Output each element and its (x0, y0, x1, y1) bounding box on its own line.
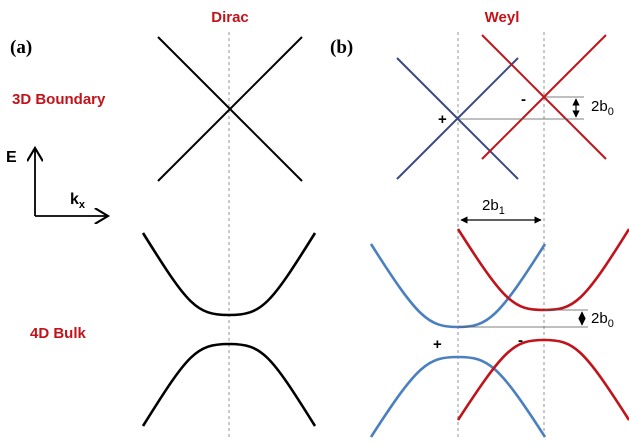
dirac-cone (157, 36, 303, 182)
weyl-minus-valence-band (456, 338, 629, 421)
weyl-top-2b0-label: 2b0 (591, 98, 614, 118)
weyl-2b1-label: 2b1 (482, 197, 505, 217)
weyl-plus-valence-band (369, 355, 547, 438)
weyl-cone-plus (396, 57, 519, 180)
energy-axis-label: E (6, 149, 17, 166)
weyl-top-plus-sign: + (438, 111, 447, 128)
weyl-bottom-minus-sign: - (518, 332, 523, 349)
panel-label-a: (a) (10, 37, 32, 58)
dirac-valence-band (141, 342, 317, 427)
dirac-bulk-bands (141, 232, 317, 427)
axes-indicator: E kx (6, 148, 108, 216)
dirac-header: Dirac (211, 9, 249, 26)
dirac-cone-line-2 (157, 36, 303, 182)
row-label-4d-bulk: 4D Bulk (30, 325, 87, 342)
weyl-plus-line-2 (396, 57, 519, 180)
momentum-axis-label: kx (70, 191, 86, 211)
panel-label-b: (b) (330, 37, 353, 58)
weyl-top-minus-sign: - (521, 91, 526, 108)
weyl-bottom-2b0-label: 2b0 (591, 310, 614, 330)
weyl-minus-conduction-band (456, 228, 629, 312)
dirac-conduction-band (141, 232, 317, 317)
weyl-header: Weyl (485, 9, 520, 26)
row-label-3d-boundary: 3D Boundary (12, 91, 106, 108)
weyl-bottom-plus-sign: + (433, 336, 442, 353)
